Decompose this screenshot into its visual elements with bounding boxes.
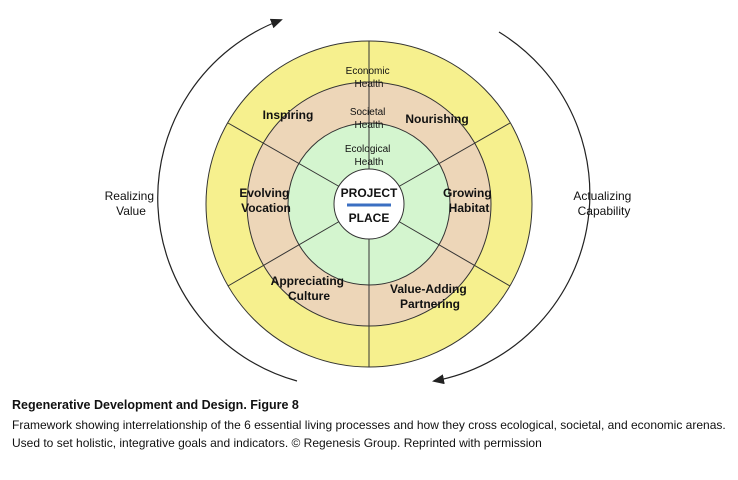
economic-health-label: Economic Health xyxy=(346,66,393,90)
process-inspiring: Inspiring xyxy=(263,108,314,122)
right-cycle-arrow xyxy=(432,31,591,385)
ecological-health-label: Ecological Health xyxy=(345,144,393,168)
sector-dividers xyxy=(227,41,511,367)
regenerative-framework-diagram: PROJECT PLACE Economic Health Societal H… xyxy=(105,18,634,385)
center-project-label: PROJECT xyxy=(341,186,398,200)
realizing-value-label: Realizing Value xyxy=(105,189,158,218)
actualizing-capability-label: Actualizing Capability xyxy=(573,189,634,218)
process-appreciating-culture: Appreciating Culture xyxy=(271,274,348,303)
process-nourishing: Nourishing xyxy=(405,112,468,126)
left-cycle-arrow xyxy=(157,18,298,382)
center-place-label: PLACE xyxy=(349,211,390,225)
figure-caption: Regenerative Development and Design. Fig… xyxy=(12,398,730,452)
process-evolving-vocation: Evolving Vocation xyxy=(239,186,292,215)
process-value-adding-partnering: Value-Adding Partnering xyxy=(390,282,470,311)
caption-body: Framework showing interrelationship of t… xyxy=(12,418,726,450)
societal-health-label: Societal Health xyxy=(350,107,388,131)
process-growing-habitat: Growing Habitat xyxy=(443,186,495,215)
caption-title: Regenerative Development and Design. Fig… xyxy=(12,398,299,412)
